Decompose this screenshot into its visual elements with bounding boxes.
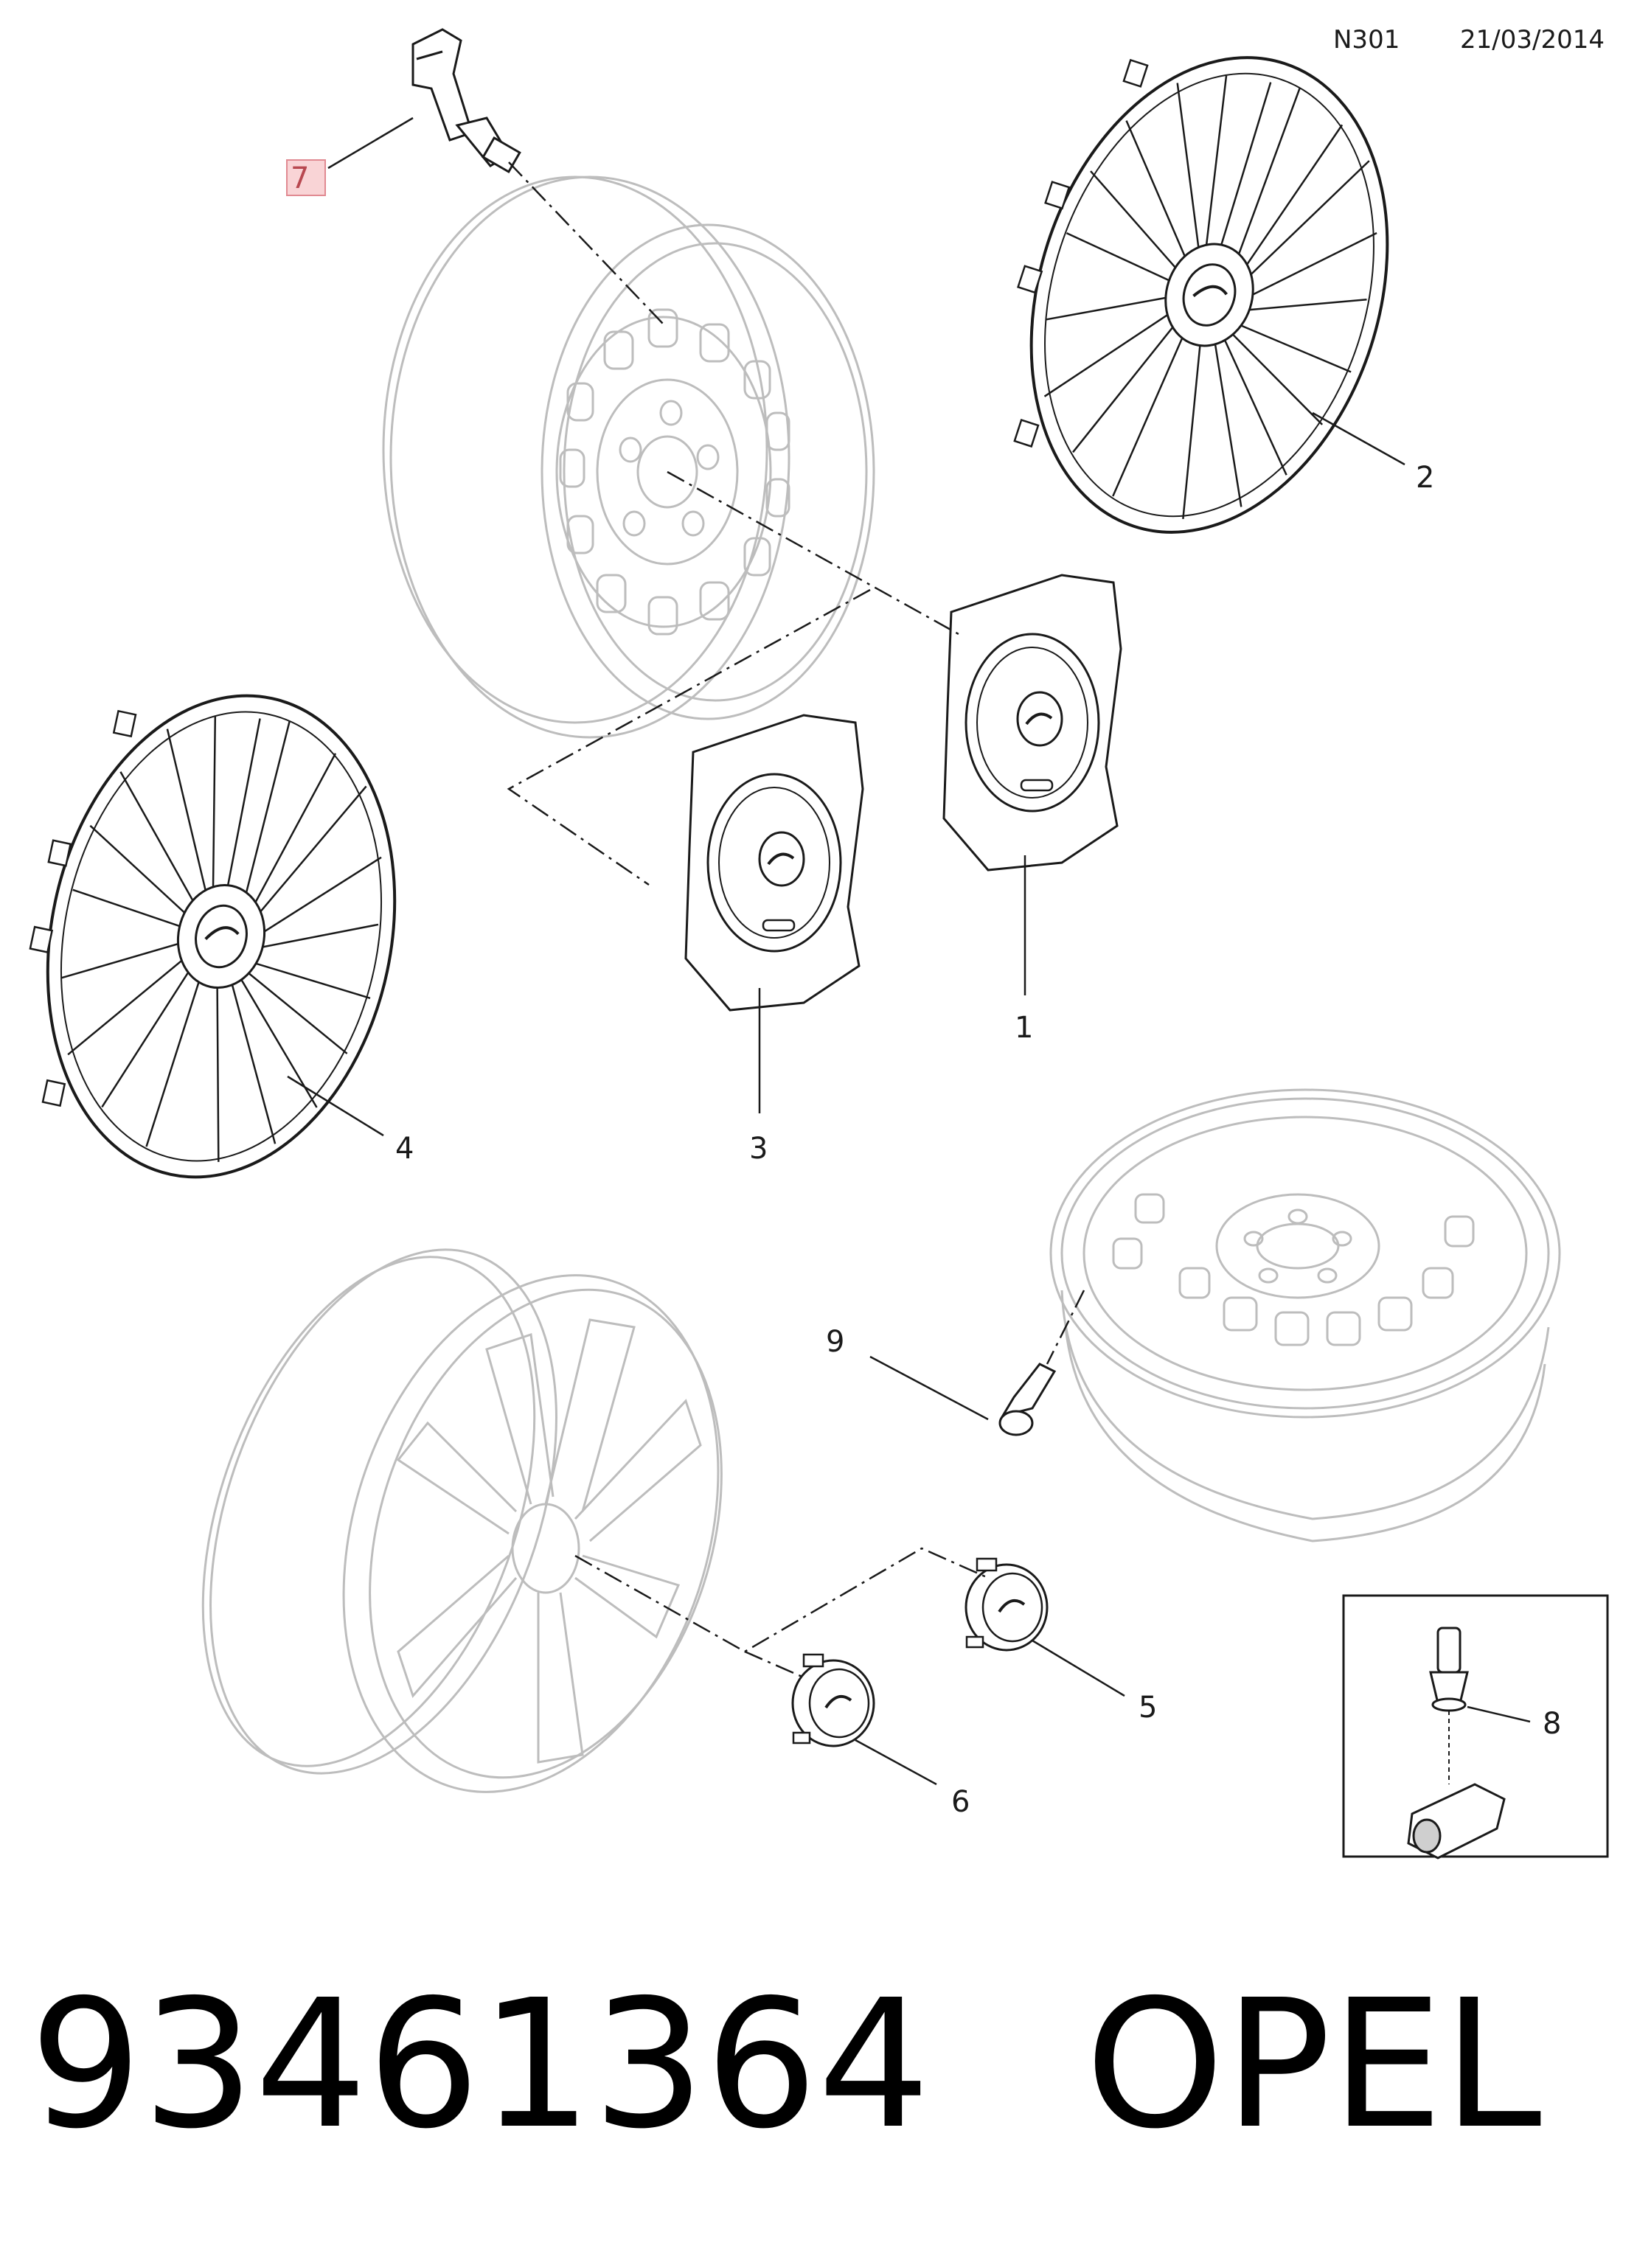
center-cap-part-6	[791, 1653, 875, 1747]
callout-9: 9	[826, 1325, 845, 1359]
alloy-wheel	[201, 1248, 723, 1793]
callout-7: 7	[286, 159, 326, 196]
callout-6: 6	[951, 1785, 970, 1819]
valve-part-9	[998, 1363, 1057, 1436]
diagram-code: N301	[1333, 25, 1400, 55]
part-number: 93461364	[29, 1961, 931, 2168]
callout-5: 5	[1139, 1691, 1158, 1725]
wheel-cover-part-4	[0, 658, 439, 1211]
assembly-lines	[507, 161, 1085, 1679]
wheel-cover-part-2	[957, 4, 1447, 580]
callout-4: 4	[395, 1132, 414, 1166]
callout-1: 1	[1015, 1011, 1034, 1045]
tpms-sensor-part-7	[411, 28, 521, 174]
callout-2: 2	[1416, 461, 1435, 495]
brand-name: OPEL	[1085, 1961, 1542, 2168]
inset-valve-sensor-part-8	[1342, 1594, 1609, 1860]
leader-lines	[287, 116, 1531, 1786]
center-cap-part-5	[965, 1557, 1049, 1652]
callout-3: 3	[749, 1132, 768, 1166]
diagram-date: 21/03/2014	[1460, 25, 1605, 55]
center-cap-part-1	[942, 574, 1122, 872]
steel-wheel-bottom	[1049, 1088, 1561, 1542]
steel-wheel-top	[382, 175, 875, 739]
callout-8: 8	[1543, 1707, 1562, 1741]
center-cap-part-3	[684, 714, 864, 1012]
